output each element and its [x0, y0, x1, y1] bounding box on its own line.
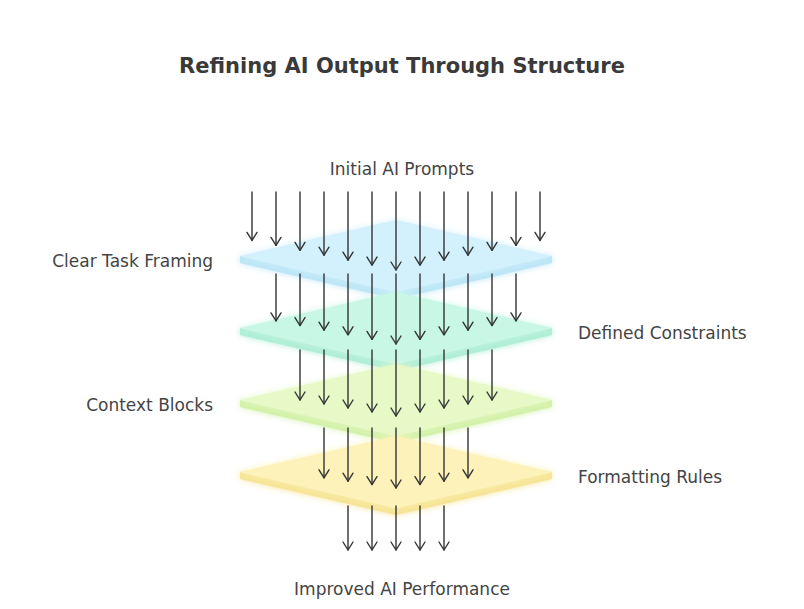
flow-arrow [439, 428, 449, 481]
layer-label: Formatting Rules [578, 467, 722, 487]
flow-arrow [271, 274, 281, 321]
flow-arrow [319, 350, 329, 404]
flow-arrow [343, 506, 353, 550]
layer-face [240, 436, 552, 508]
flow-arrow [391, 506, 401, 550]
flow-arrow [439, 192, 449, 260]
layer-label: Defined Constraints [578, 323, 747, 343]
flow-arrow [367, 350, 377, 412]
layer-slab: Context Blocks [240, 362, 552, 446]
layer-slab: Formatting Rules [240, 434, 552, 518]
flow-label: Initial AI Prompts [0, 159, 804, 179]
layer-face [240, 364, 552, 436]
flow-arrow [295, 350, 305, 400]
flow-arrow [367, 428, 377, 485]
flow-arrow [343, 350, 353, 408]
flow-arrow [367, 192, 377, 265]
flow-label: Improved AI Performance [0, 579, 804, 599]
flow-arrow [319, 428, 329, 478]
layer-label: Context Blocks [86, 395, 213, 415]
flow-arrow [367, 506, 377, 550]
flow-arrow [415, 506, 425, 550]
flow-arrow [319, 192, 329, 255]
layer-label: Clear Task Framing [52, 251, 213, 271]
flow-arrow [487, 274, 497, 326]
flow-arrow [247, 192, 257, 240]
flow-arrow [511, 192, 521, 245]
flow-arrow [343, 192, 353, 260]
flow-arrow [463, 428, 473, 478]
flow-arrow [343, 274, 353, 335]
diagram-title: Refining AI Output Through Structure [0, 54, 804, 78]
flow-arrow [535, 192, 545, 240]
flow-arrow [391, 428, 401, 488]
layer-shape [240, 434, 552, 518]
flow-arrow [511, 274, 521, 321]
layer-slab: Defined Constraints [240, 290, 552, 374]
flow-arrow [319, 274, 329, 330]
flow-arrow [367, 274, 377, 339]
flow-arrow [463, 274, 473, 330]
layer-face [240, 292, 552, 364]
flow-arrow [271, 192, 281, 245]
layer-shape [240, 290, 552, 374]
layer-slab: Clear Task Framing [240, 218, 552, 302]
flow-arrow [463, 350, 473, 404]
layer-shape [240, 362, 552, 446]
flow-arrow [295, 192, 305, 250]
flow-arrow [439, 274, 449, 335]
flow-arrow [391, 192, 401, 270]
flow-arrow [415, 428, 425, 485]
layer-shape [240, 218, 552, 302]
flow-arrow [295, 274, 305, 326]
flow-arrow [415, 274, 425, 339]
flow-arrow [487, 192, 497, 250]
flow-arrow [415, 350, 425, 412]
flow-arrow [487, 350, 497, 400]
flow-arrow [343, 428, 353, 481]
flow-arrow [391, 350, 401, 416]
flow-arrow [391, 274, 401, 344]
layer-face [240, 220, 552, 292]
flow-arrow [415, 192, 425, 265]
flow-arrow [439, 350, 449, 408]
flow-arrow [463, 192, 473, 255]
flow-arrow [439, 506, 449, 550]
